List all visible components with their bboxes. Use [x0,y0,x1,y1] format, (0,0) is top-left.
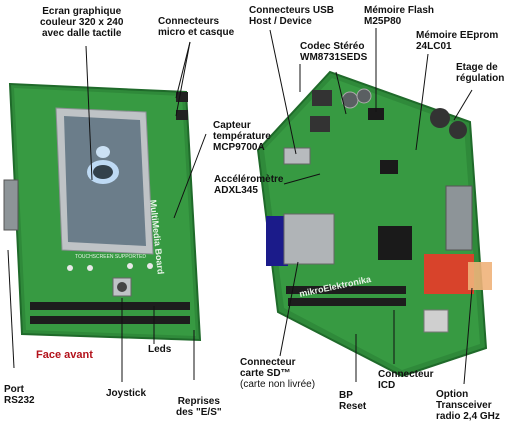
leader-lines [7,28,473,385]
label-capteur-line2: température [213,131,271,142]
label-accelero-line2: ADXL345 [214,185,258,196]
label-reprises: Reprises des "E/S" [176,396,222,418]
touchscreen-text: TOUCHSCREEN SUPPORTED [75,254,146,260]
led-2 [87,265,93,271]
label-sd-line2: carte SD™ [240,368,291,379]
label-option-transceiver: Option Transceiver radio 2,4 GHz [436,389,500,422]
audio-jack-back [312,90,332,106]
label-accelero-line1: Accéléromètre [214,174,284,185]
label-flash-line2: M25P80 [364,16,402,27]
rs232-connector [3,179,19,231]
label-eeprom-line2: 24LC01 [416,41,452,52]
label-icd-line2: ICD [378,380,396,391]
radio-module [424,254,474,294]
mcu-chip [378,226,412,260]
label-usb-line2: Host / Device [249,16,312,27]
label-face-avant: Face avant [36,349,93,361]
label-ecran: Ecran graphique couleur 320 x 240 avec d… [40,6,123,39]
db9-back [445,185,473,251]
label-icd-line1: Connecteur [378,369,434,380]
back-board: mikroElektronika [256,70,492,378]
label-accelerometre: Accéléromètre ADXL345 [214,174,283,196]
label-bp-line1: BP [339,390,353,401]
label-codec-line2: WM8731SEDS [300,52,368,63]
led-1 [67,265,73,271]
icd-connector [423,309,449,333]
joystick-knob [117,282,127,292]
label-memoire-flash: Mémoire Flash M25P80 [364,5,434,27]
label-option-line2: Transceiver [436,400,492,411]
label-port-rs232: Port RS232 [4,384,35,406]
label-reprises-line2: des "E/S" [176,407,222,418]
label-etage-regulation: Etage de régulation [456,62,504,84]
sd-connector [283,213,335,265]
label-etage-line1: Etage de [456,62,498,73]
label-joystick: Joystick [106,388,147,399]
label-capteur-line1: Capteur [213,120,251,131]
label-port-line1: Port [4,384,24,395]
label-bp-line2: Reset [339,401,367,412]
label-micro-line2: micro et casque [158,27,235,38]
label-leds: Leds [148,344,172,355]
label-flash-line1: Mémoire Flash [364,5,435,16]
label-connecteur-icd: Connecteur ICD [378,369,434,391]
label-carte-sd: Connecteur carte SD™ (carte non livrée) [240,357,315,390]
front-board: MultiMedia Board TOUCHSCREEN SUPPORTED [3,82,202,342]
label-codec-line1: Codec Stéréo [300,41,365,52]
label-capteur: Capteur température MCP9700A [213,120,271,153]
label-eeprom: Mémoire EEprom 24LC01 [416,30,498,52]
usb-connector [283,147,311,165]
label-micro-line1: Connecteurs [158,16,220,27]
led-4 [147,263,153,269]
audio-jack-front [176,92,188,102]
label-bp-reset: BP Reset [339,390,366,412]
io-headers [30,302,190,310]
led-3 [127,263,133,269]
sd-card [266,216,288,266]
label-ecran-line1: Ecran graphique [42,6,122,17]
label-sd-line3: (carte non livrée) [240,379,316,390]
label-ecran-line2: couleur 320 x 240 [40,17,124,28]
label-usb-line1: Connecteurs USB [249,5,335,16]
regulator-coil [430,108,450,128]
label-port-line2: RS232 [4,395,35,406]
label-capteur-line3: MCP9700A [213,142,265,153]
label-eeprom-line1: Mémoire EEprom [416,30,499,41]
label-option-line3: radio 2,4 GHz [436,411,500,422]
label-connecteurs-usb: Connecteurs USB Host / Device [249,5,334,27]
label-reprises-line1: Reprises [177,396,220,407]
label-ecran-line3: avec dalle tactile [41,28,122,39]
label-option-line1: Option [436,389,469,400]
label-etage-line2: régulation [456,73,505,84]
label-codec: Codec Stéréo WM8731SEDS [300,41,367,63]
label-connecteurs-micro: Connecteurs micro et casque [158,16,234,38]
label-sd-line1: Connecteur [240,357,296,368]
